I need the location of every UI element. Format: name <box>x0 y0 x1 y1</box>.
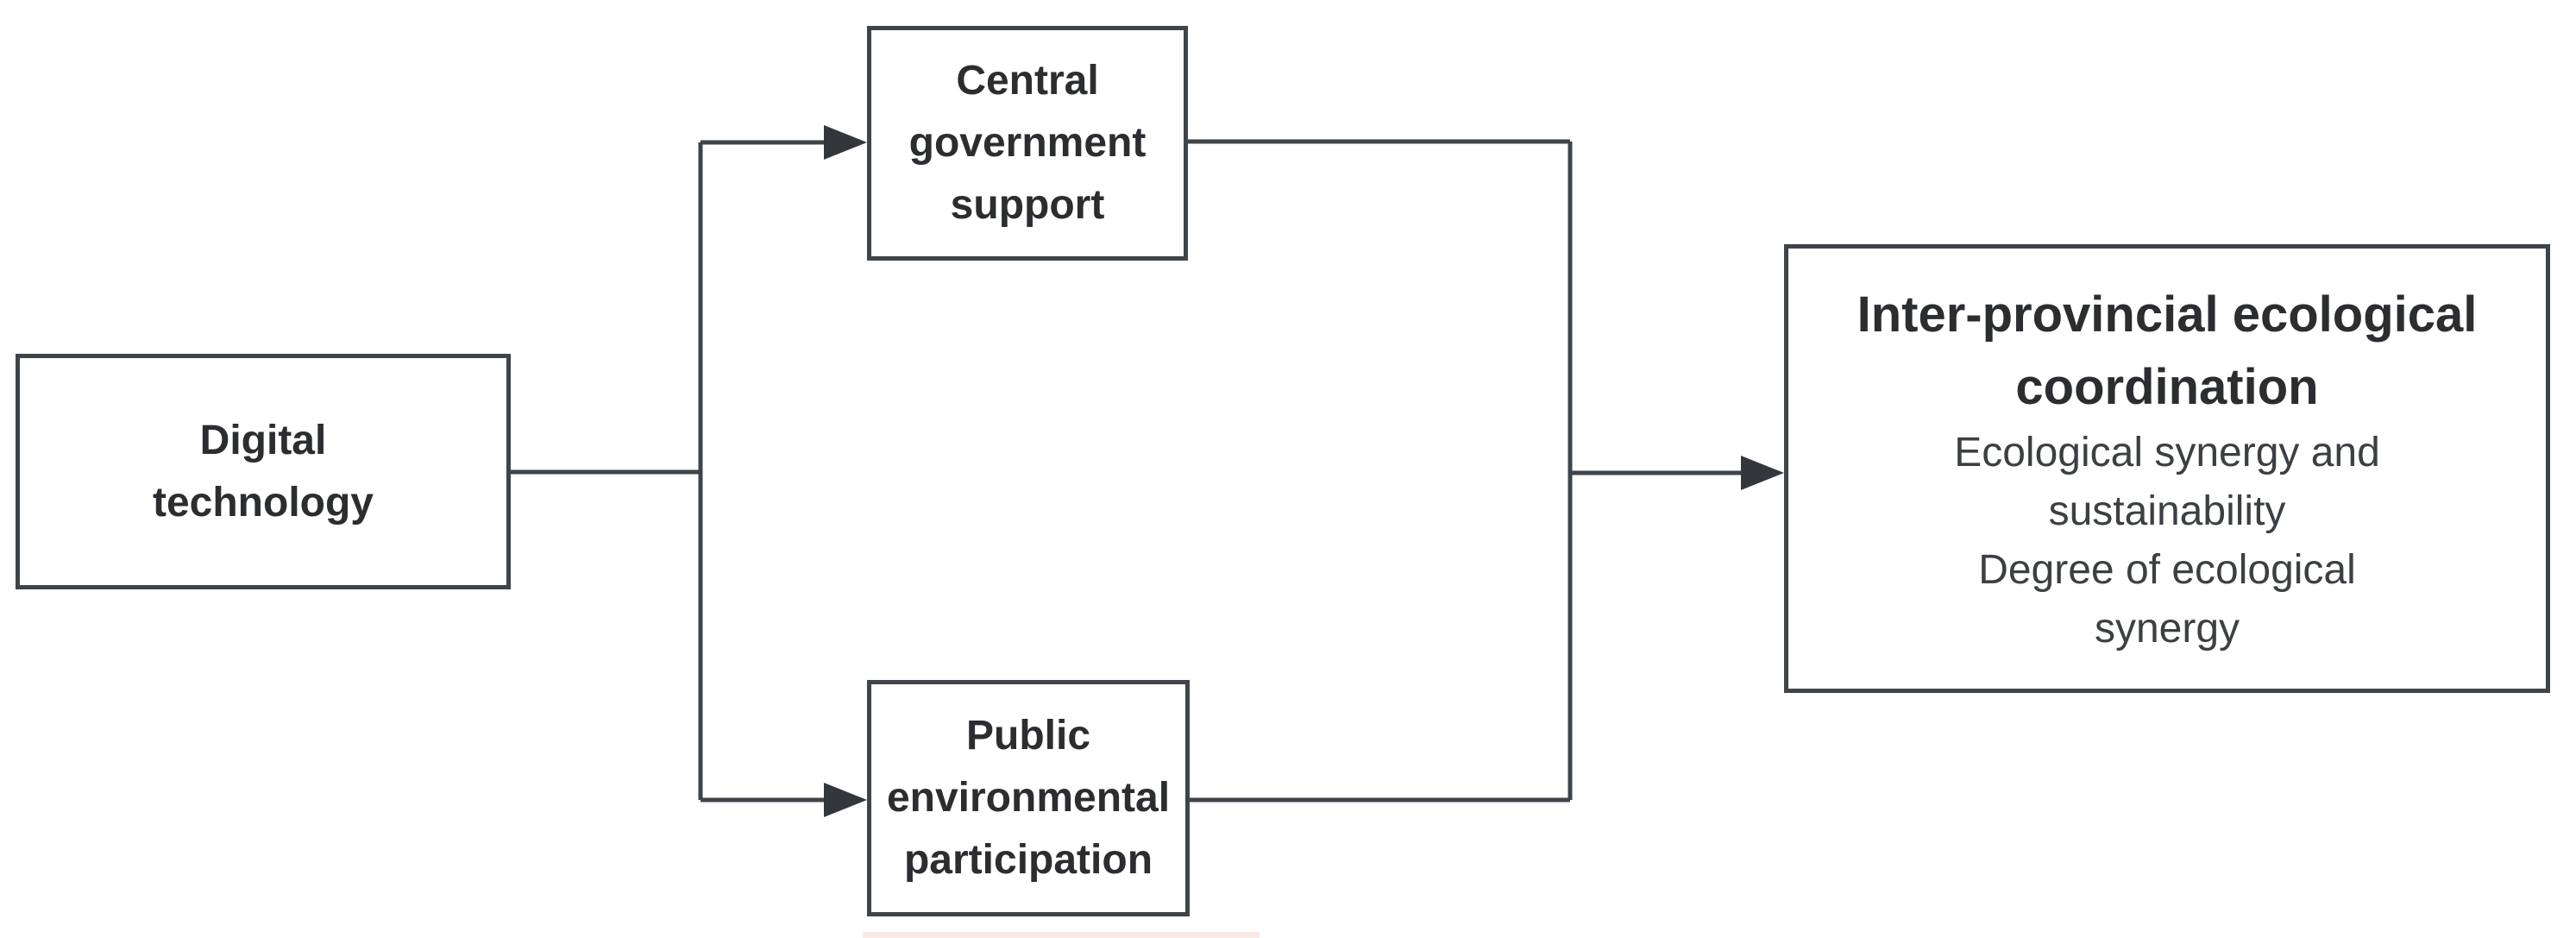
node-title-line: Inter-provincial ecological <box>1857 286 2478 343</box>
arrowhead-into-public-environmental-participation <box>824 783 867 817</box>
node-detail-line: sustainability <box>2048 488 2286 534</box>
node-central-government-support: Central government support <box>867 26 1188 261</box>
arrowhead-into-inter-provincial-coordination <box>1741 456 1784 490</box>
node-digital-technology: Digital technology <box>16 354 511 589</box>
node-inter-provincial-ecological-coordination: Inter-provincial ecological coordination… <box>1784 244 2550 693</box>
node-detail-line: synergy <box>2094 606 2240 652</box>
cropped-highlight-strip <box>863 932 1260 938</box>
node-label-line: support <box>950 182 1105 228</box>
node-label-line: Central <box>956 58 1099 104</box>
node-label-line: Digital <box>199 417 327 463</box>
node-label-line: government <box>908 120 1147 166</box>
node-label-line: technology <box>152 479 374 526</box>
node-detail-line: Degree of ecological <box>1978 547 2356 593</box>
node-detail-line: Ecological synergy and <box>1954 430 2380 475</box>
node-public-environmental-participation: Public environmental participation <box>867 680 1190 916</box>
node-label-line: participation <box>903 837 1153 883</box>
node-label-line: Public <box>965 713 1091 759</box>
node-title-line: coordination <box>2015 359 2319 415</box>
node-label-line: environmental <box>886 775 1171 821</box>
arrowhead-into-central-government-support <box>824 125 867 160</box>
